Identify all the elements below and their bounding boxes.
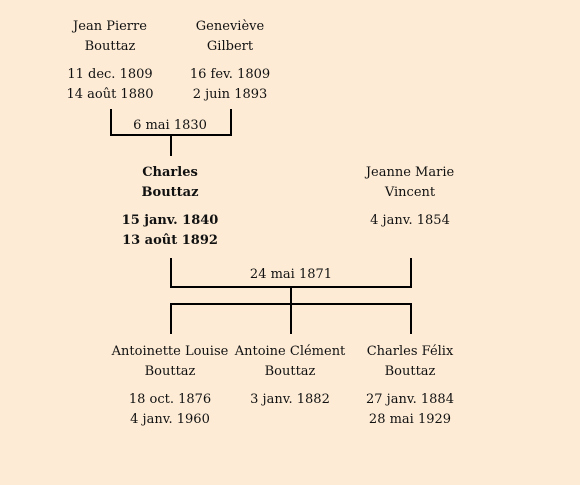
death-date: 14 août 1880 bbox=[66, 87, 154, 102]
birth-date: 11 dec. 1809 bbox=[67, 67, 153, 82]
death-date: 4 janv. 1960 bbox=[130, 412, 210, 427]
birth-date: 15 janv. 1840 bbox=[121, 213, 219, 228]
given-name: Jean Pierre bbox=[73, 19, 147, 34]
connector-child-antoine bbox=[290, 303, 292, 334]
given-name: Jeanne Marie bbox=[365, 165, 455, 180]
given-name: Charles Félix bbox=[366, 344, 454, 359]
connector-child-antoinette bbox=[170, 303, 172, 334]
connector-genevieve-down bbox=[230, 109, 232, 136]
surname: Bouttaz bbox=[141, 185, 199, 200]
birth-date: 4 janv. 1854 bbox=[370, 213, 450, 228]
death-date: 28 mai 1929 bbox=[368, 412, 452, 427]
connector-jean-pierre-down bbox=[110, 109, 112, 136]
given-name: Charles bbox=[142, 165, 198, 180]
connector-couple-to-children bbox=[290, 286, 292, 305]
marriage-date-charles-jeanne: 24 mai 1871 bbox=[249, 267, 333, 282]
birth-date: 16 fev. 1809 bbox=[189, 67, 271, 82]
given-name: Antoinette Louise bbox=[111, 344, 229, 359]
birth-date: 18 oct. 1876 bbox=[128, 392, 212, 407]
birth-date: 3 janv. 1882 bbox=[250, 392, 330, 407]
person-jeanne-marie-vincent[interactable]: Jeanne Marie Vincent 4 janv. 1854 bbox=[330, 163, 490, 231]
person-antoine-clement-bouttaz[interactable]: Antoine Clément Bouttaz 3 janv. 1882 bbox=[210, 342, 370, 410]
surname: Vincent bbox=[384, 185, 436, 200]
person-charles-felix-bouttaz[interactable]: Charles Félix Bouttaz 27 janv. 1884 28 m… bbox=[330, 342, 490, 430]
birth-date: 27 janv. 1884 bbox=[366, 392, 454, 407]
connector-jeanne-down bbox=[410, 258, 412, 288]
person-charles-bouttaz[interactable]: Charles Bouttaz 15 janv. 1840 13 août 18… bbox=[90, 163, 250, 251]
surname: Bouttaz bbox=[84, 39, 136, 54]
person-genevieve-gilbert[interactable]: Geneviève Gilbert 16 fev. 1809 2 juin 18… bbox=[150, 17, 310, 105]
connector-child-charles-felix bbox=[410, 303, 412, 334]
surname: Bouttaz bbox=[384, 364, 436, 379]
given-name: Geneviève bbox=[195, 19, 265, 34]
connector-charles-down bbox=[170, 258, 172, 288]
surname: Gilbert bbox=[206, 39, 254, 54]
death-date: 13 août 1892 bbox=[122, 233, 218, 248]
person-jean-pierre-bouttaz[interactable]: Jean Pierre Bouttaz 11 dec. 1809 14 août… bbox=[30, 17, 190, 105]
person-antoinette-louise-bouttaz[interactable]: Antoinette Louise Bouttaz 18 oct. 1876 4… bbox=[90, 342, 250, 430]
connector-parents-to-child bbox=[170, 134, 172, 156]
death-date: 2 juin 1893 bbox=[192, 87, 268, 102]
marriage-date-parents: 6 mai 1830 bbox=[133, 118, 207, 133]
surname: Bouttaz bbox=[144, 364, 196, 379]
surname: Bouttaz bbox=[264, 364, 316, 379]
given-name: Antoine Clément bbox=[234, 344, 346, 359]
